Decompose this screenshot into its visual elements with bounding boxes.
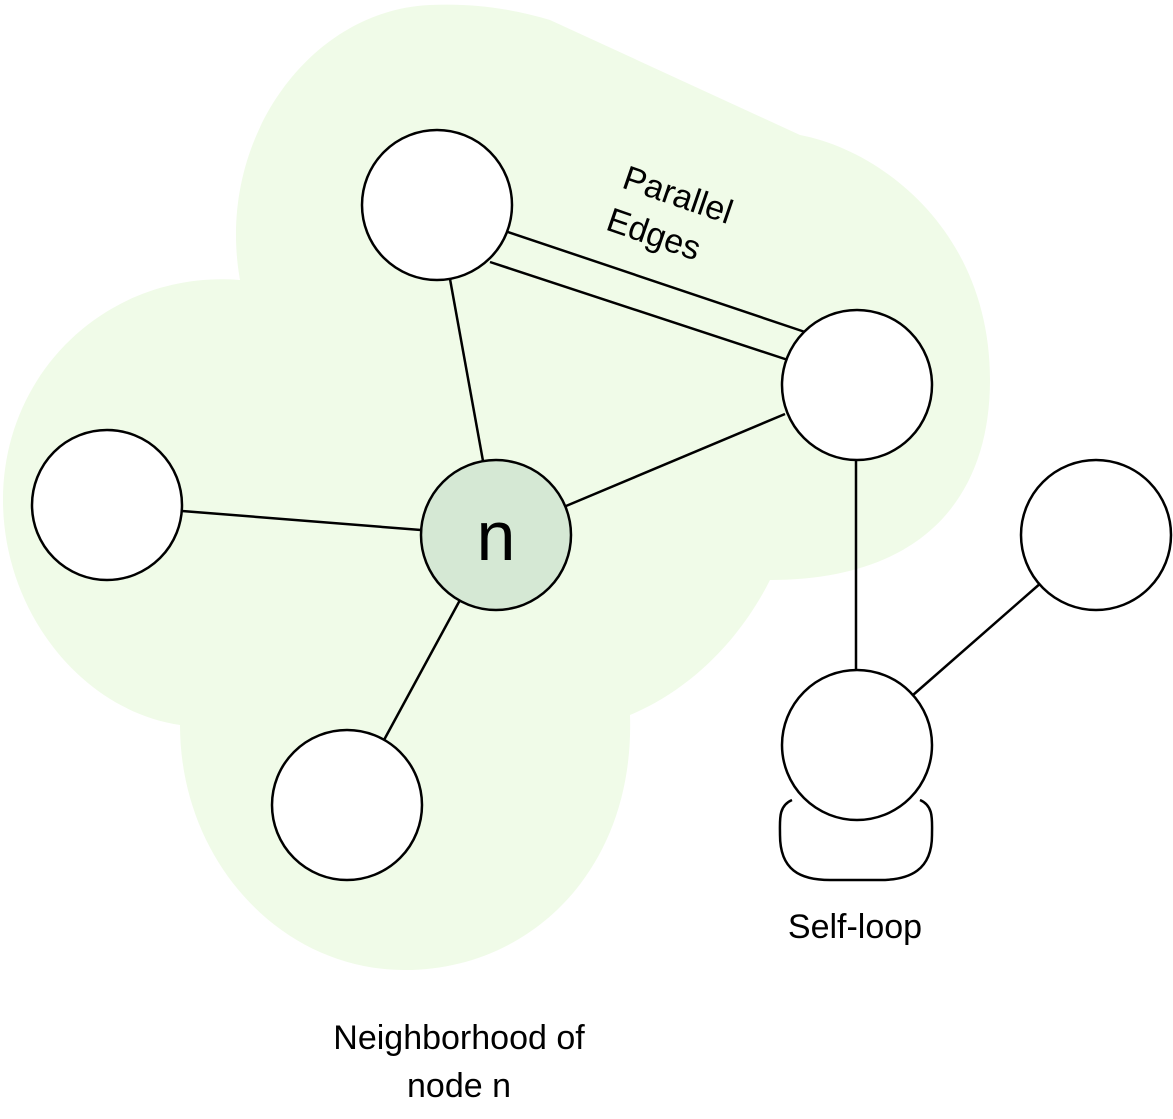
node-left[interactable] <box>30 428 184 582</box>
self-loop-label: Self-loop <box>788 908 922 946</box>
edge-center-to-right <box>565 412 786 508</box>
parallel-edge-2 <box>489 260 789 362</box>
edge-top-to-center <box>448 278 485 462</box>
parallel-edge-1 <box>507 230 809 335</box>
edge-center-to-bottom <box>382 599 462 741</box>
center-node-label: n <box>477 497 516 575</box>
neighborhood-label-line2: node n <box>407 1067 511 1105</box>
node-right[interactable] <box>780 308 934 462</box>
edge-selfloop-node-to-far-right <box>912 581 1043 696</box>
edge-left-to-center <box>181 509 422 532</box>
node-self-loop[interactable] <box>780 668 934 822</box>
self-loop-edge <box>778 798 934 882</box>
neighborhood-label-line1: Neighborhood of <box>333 1019 585 1057</box>
node-far-right[interactable] <box>1019 458 1173 612</box>
node-bottom[interactable] <box>270 728 424 882</box>
node-top[interactable] <box>360 128 514 282</box>
node-center-n[interactable] <box>419 458 573 612</box>
